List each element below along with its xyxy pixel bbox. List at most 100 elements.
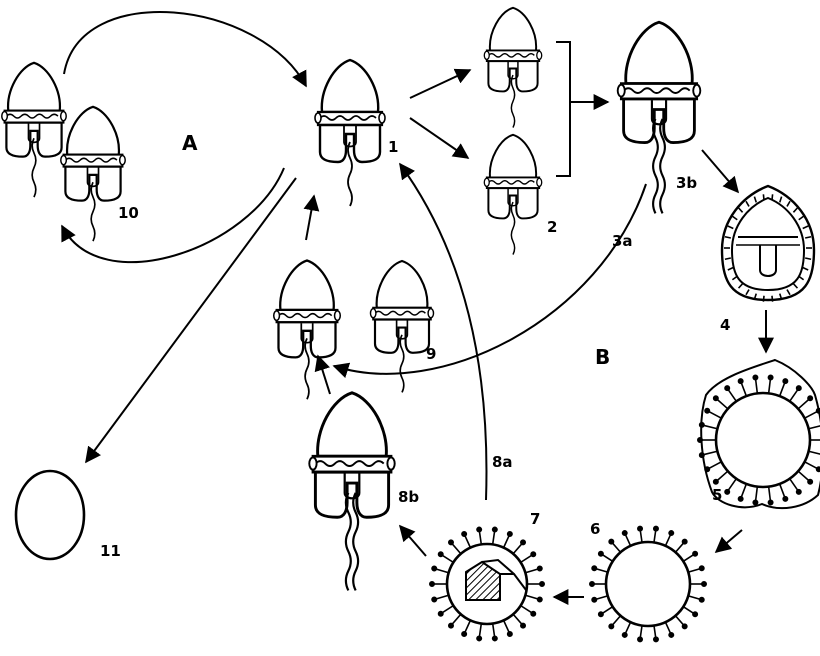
arrow-10-to-1 (63, 10, 307, 88)
arrow-1-to-10 (61, 167, 285, 263)
spine-tip (530, 551, 537, 558)
label-stage-5: 5 (712, 486, 722, 504)
spine-tip (782, 495, 789, 502)
spine-tip (692, 550, 699, 557)
spine-tip (461, 631, 468, 638)
arrow-7-to-8b (398, 524, 427, 557)
label-stage-11: 11 (100, 542, 121, 560)
cell-2a (483, 6, 543, 129)
arrow-8a-to-1 (399, 162, 488, 501)
spine-tip (700, 580, 707, 587)
spine-tip (476, 635, 483, 642)
arrow-1-to-11 (85, 177, 297, 464)
spine-tip (491, 526, 498, 533)
label-stage-7: 7 (530, 510, 540, 528)
spine-tip (520, 622, 527, 629)
spine-tip (737, 378, 744, 385)
spine-tip (520, 539, 527, 546)
spine (808, 425, 820, 430)
wall-tick (731, 215, 738, 221)
spine-tip (698, 421, 705, 428)
spine-tip (491, 635, 498, 642)
spine-tip (704, 407, 711, 414)
wall-tick (792, 283, 799, 289)
section-label-b: B (595, 345, 610, 369)
spine-tip (767, 499, 774, 506)
cell-9a (272, 259, 342, 401)
spine-tip (431, 596, 438, 603)
spine-tip (538, 580, 545, 587)
bracket-2 (556, 41, 571, 177)
wall-tick (753, 196, 758, 203)
spine-tip (536, 565, 543, 572)
spine-tip (536, 596, 543, 603)
arrow-1-to-2a (409, 68, 472, 99)
wall-tick (731, 275, 738, 281)
label-stage-8a: 8a (492, 453, 513, 471)
wall-tick (771, 194, 774, 201)
spine-tip (637, 636, 644, 643)
label-stage-9: 9 (426, 345, 436, 363)
spine-tip (591, 596, 598, 603)
stage-5-cyst (696, 358, 820, 510)
spine-tip (795, 385, 802, 392)
wall-tick (802, 266, 809, 271)
wall-tick (724, 257, 731, 261)
spine-tip (704, 466, 711, 473)
wall-tick (762, 194, 765, 201)
wall-tick (771, 295, 774, 302)
wall-tick (802, 225, 809, 230)
spine-tip (692, 611, 699, 618)
spine-tip (431, 565, 438, 572)
arrow-3b-to-4 (701, 149, 740, 194)
spine-tip (815, 466, 820, 473)
spine-tip (437, 551, 444, 558)
label-stage-6: 6 (590, 520, 600, 538)
spine-tip (597, 550, 604, 557)
wall-tick (798, 275, 805, 281)
spine-tip (597, 611, 604, 618)
wall-tick (778, 196, 783, 203)
spine-tip (698, 565, 705, 572)
wall-tick (798, 215, 805, 221)
wall-tick (745, 200, 750, 207)
arrow-9-to-1 (303, 194, 320, 241)
spine-tip (767, 374, 774, 381)
spine-tip (681, 538, 688, 545)
spine-tip (724, 385, 731, 392)
spine-tip (668, 530, 675, 537)
spine-tip (447, 622, 454, 629)
spine-tip (712, 478, 719, 485)
wall-tick (792, 207, 799, 213)
wall-tick (727, 225, 734, 230)
spine (808, 450, 820, 455)
spine-tip (724, 488, 731, 495)
cell-2b (483, 133, 543, 256)
spine-tip (698, 596, 705, 603)
cell-1 (313, 58, 387, 207)
spine-tip (668, 631, 675, 638)
wall-tick (753, 293, 758, 300)
label-stage-3a: 3a (612, 232, 633, 250)
wall-tick (778, 293, 783, 300)
label-stage-10: 10 (118, 204, 139, 222)
stage-4-cyst-forming (720, 184, 816, 302)
stage-7-germinating-cyst (428, 526, 545, 642)
arrow-3a-to-9 (332, 183, 647, 379)
spine-tip (652, 636, 659, 643)
spine-tip (807, 395, 814, 402)
wall-tick (737, 207, 744, 213)
spine-tip (591, 565, 598, 572)
stage-11-temporary-cyst (14, 469, 86, 561)
spine-tip (608, 538, 615, 545)
spine-tip (815, 407, 820, 414)
arrow-1-to-2b (409, 117, 470, 159)
spine-tip (621, 631, 628, 638)
spine-tip (461, 530, 468, 537)
wall-tick (786, 200, 791, 207)
wall-tick (737, 283, 744, 289)
spine-tip (782, 378, 789, 385)
wall-tick (745, 289, 750, 296)
spine-tip (530, 610, 537, 617)
